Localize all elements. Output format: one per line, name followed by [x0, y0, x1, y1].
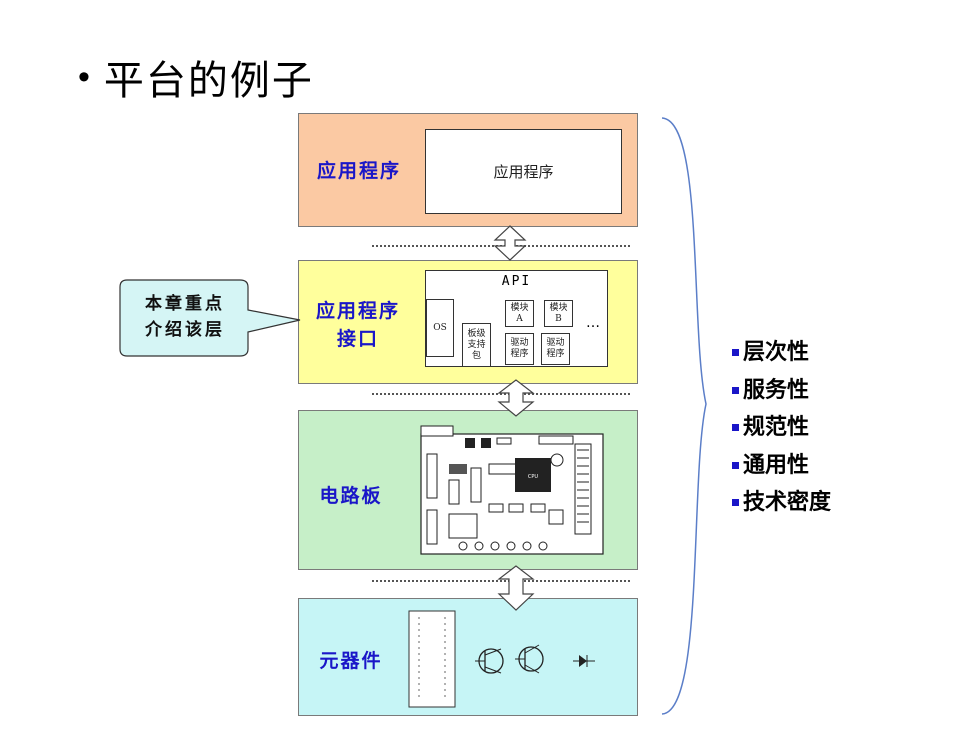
driver-box-1: 驱动 程序	[505, 333, 534, 365]
feature-item: 规范性	[732, 409, 831, 447]
feature-bullet-icon	[732, 424, 739, 432]
feature-label: 规范性	[743, 414, 810, 440]
feature-label: 技术密度	[743, 489, 832, 515]
layer-components: 元器件	[298, 598, 638, 716]
separator-dots	[372, 580, 630, 582]
arrow-board-components	[497, 565, 535, 611]
os-label: OS	[433, 322, 447, 333]
layer-api-label-line2: 接口	[336, 328, 379, 350]
api-box: API OS 板级 支持 包 模块 A 模块 B 驱动 程序 驱动 程序 …	[425, 270, 608, 367]
feature-label: 服务性	[743, 376, 810, 403]
title-row: • 平台的例子	[78, 48, 314, 106]
feature-item: 技术密度	[732, 484, 831, 522]
feature-bullet-icon	[732, 499, 739, 507]
feature-bullet-icon	[732, 386, 739, 394]
module-a-box: 模块 A	[505, 300, 534, 327]
application-box-label: 应用程序	[493, 163, 554, 181]
feature-item: 层次性	[732, 334, 831, 372]
bullet-dot: •	[78, 57, 90, 96]
api-title: API	[501, 274, 532, 289]
feature-bullet-icon	[732, 461, 739, 469]
separator-dots	[372, 393, 630, 395]
module-b-label: 模块 B	[549, 302, 568, 324]
os-box: OS	[426, 299, 454, 357]
layer-application: 应用程序 应用程序	[298, 113, 638, 227]
module-a-label: 模块 A	[510, 302, 529, 324]
arrow-api-board	[497, 379, 535, 417]
layer-api-label-line1: 应用程序	[315, 300, 400, 322]
driver-2-label: 驱动 程序	[546, 338, 565, 359]
layer-application-label: 应用程序	[316, 160, 401, 182]
module-b-box: 模块 B	[544, 300, 573, 327]
bsp-box: 板级 支持 包	[462, 323, 491, 367]
feature-item: 通用性	[732, 447, 831, 485]
callout-text: 本章重点 介绍该层	[122, 291, 248, 343]
feature-label: 层次性	[743, 339, 810, 365]
feature-bullet-icon	[732, 349, 739, 357]
features-list: 层次性 服务性 规范性 通用性 技术密度	[732, 334, 831, 522]
ellipsis: …	[586, 315, 600, 331]
layer-components-label: 元器件	[319, 650, 383, 672]
callout-line1: 本章重点	[145, 294, 225, 314]
svg-text:CPU: CPU	[528, 474, 539, 480]
driver-box-2: 驱动 程序	[541, 333, 570, 365]
layer-board-label: 电路板	[319, 485, 383, 507]
slide-title: 平台的例子	[103, 58, 314, 104]
brace	[661, 117, 707, 715]
driver-1-label: 驱动 程序	[510, 338, 529, 359]
callout-bubble	[119, 279, 301, 357]
callout-line2: 介绍该层	[145, 320, 225, 340]
layer-api-label: 应用程序 接口	[305, 297, 411, 353]
components-image	[408, 610, 595, 708]
layer-board: 电路板 CPU	[298, 410, 638, 570]
layer-api: 应用程序 接口 API OS 板级 支持 包 模块 A 模块 B 驱动 程序 驱…	[298, 260, 638, 384]
application-box: 应用程序	[425, 129, 622, 214]
arrow-app-api	[493, 225, 527, 261]
bsp-label: 板级 支持 包	[467, 328, 486, 361]
circuit-board-image: CPU	[420, 425, 604, 555]
feature-item: 服务性	[732, 372, 831, 410]
feature-label: 通用性	[743, 451, 810, 478]
